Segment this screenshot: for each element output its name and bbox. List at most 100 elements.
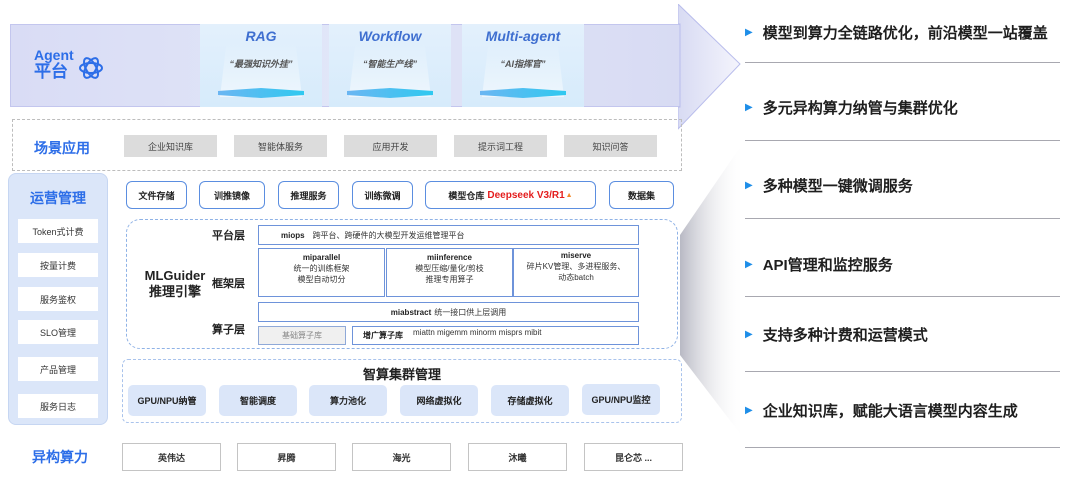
card-title: RAG bbox=[245, 28, 277, 44]
scenario-item[interactable]: 企业知识库 bbox=[124, 135, 217, 157]
cluster-management-title: 智算集群管理 bbox=[362, 367, 441, 382]
module-line: 动态batch bbox=[558, 272, 594, 282]
miinference-module[interactable]: miinference 模型压缩/量化/剪枝 推理专用算子 bbox=[386, 248, 513, 297]
ops-item-product[interactable]: 产品管理 bbox=[18, 357, 98, 381]
divider bbox=[745, 371, 1060, 372]
miparallel-module[interactable]: miparallel 统一的训练框架 模型自动切分 bbox=[258, 248, 385, 297]
divider bbox=[745, 218, 1060, 219]
card-title: Multi-agent bbox=[485, 28, 561, 44]
bullet-triangle-icon: ▶ bbox=[745, 102, 753, 113]
hardware-label: 异构算力 bbox=[32, 449, 88, 465]
bullet-triangle-icon: ▶ bbox=[745, 259, 753, 270]
module-line: 模型自动切分 bbox=[297, 274, 346, 284]
feature-text: 支持多种计费和运营模式 bbox=[762, 327, 928, 344]
ops-item-slo[interactable]: SLO管理 bbox=[18, 320, 98, 344]
platform-pad-icon bbox=[218, 88, 304, 98]
module-name: miops bbox=[281, 230, 305, 240]
funnel-connector bbox=[680, 140, 745, 440]
engine-name-zh: 推理引擎 bbox=[148, 284, 201, 300]
bullet-triangle-icon: ▶ bbox=[745, 180, 753, 191]
card-subtitle: “最强知识外挂” bbox=[229, 59, 293, 69]
feature-item: ▶ 模型到算力全链路优化，前沿模型一站覆盖 bbox=[745, 22, 1048, 43]
hardware-item[interactable]: 昆仑芯 ... bbox=[584, 443, 683, 471]
agent-banner-arrow-head bbox=[678, 4, 741, 130]
cluster-item[interactable]: 智能调度 bbox=[219, 385, 297, 416]
ops-item-service-auth[interactable]: 服务鉴权 bbox=[18, 287, 98, 311]
ops-item-token-billing[interactable]: Token式计费 bbox=[18, 219, 98, 243]
feature-text: 多元异构算力纳管与集群优化 bbox=[762, 100, 958, 117]
bullet-triangle-icon: ▶ bbox=[745, 27, 753, 38]
cluster-item[interactable]: 存储虚拟化 bbox=[491, 385, 569, 416]
agent-card-multi-agent[interactable]: Multi-agent “AI指挥官” bbox=[462, 24, 584, 107]
layer-label-platform: 平台层 bbox=[212, 230, 245, 242]
hardware-item[interactable]: 沐曦 bbox=[468, 443, 567, 471]
scenario-item[interactable]: 知识问答 bbox=[564, 135, 657, 157]
agent-platform-title: Agent 平台 bbox=[34, 48, 74, 81]
miabstract-module[interactable]: miabstract 统一接口供上层调用 bbox=[258, 302, 639, 322]
module-line: 统一的训练框架 bbox=[293, 263, 350, 273]
agent-title-en: Agent bbox=[34, 47, 74, 63]
feature-text: 企业知识库，赋能大语言模型内容生成 bbox=[762, 403, 1018, 420]
module-line: 推理专用算子 bbox=[425, 274, 474, 284]
engine-name: MLGuider 推理引擎 bbox=[140, 268, 210, 301]
scenario-item[interactable]: 应用开发 bbox=[344, 135, 437, 157]
scenario-item[interactable]: 智能体服务 bbox=[234, 135, 327, 157]
atom-icon bbox=[79, 57, 103, 79]
service-model-repo[interactable]: 模型仓库 Deepseek V3/R1 ▲ bbox=[425, 181, 596, 209]
ops-item-usage-billing[interactable]: 按量计费 bbox=[18, 253, 98, 277]
ops-item-service-log[interactable]: 服务日志 bbox=[18, 394, 98, 418]
agent-title-zh: 平台 bbox=[34, 61, 68, 81]
service-finetune[interactable]: 训练微调 bbox=[352, 181, 413, 209]
cluster-item[interactable]: 网络虚拟化 bbox=[400, 385, 478, 416]
bullet-triangle-icon: ▶ bbox=[745, 329, 753, 340]
cluster-item[interactable]: 算力池化 bbox=[309, 385, 387, 416]
miops-module[interactable]: miops 跨平台、跨硬件的大模型开发运维管理平台 bbox=[258, 225, 639, 245]
bullet-triangle-icon: ▶ bbox=[745, 405, 753, 416]
module-name: miserve bbox=[560, 251, 592, 260]
agent-card-rag[interactable]: RAG “最强知识外挂” bbox=[200, 24, 322, 107]
scenario-item[interactable]: 提示词工程 bbox=[454, 135, 547, 157]
card-subtitle: “智能生产线” bbox=[362, 59, 417, 69]
hardware-item[interactable]: 海光 bbox=[352, 443, 451, 471]
divider bbox=[745, 296, 1060, 297]
feature-text: API管理和监控服务 bbox=[762, 257, 893, 274]
divider bbox=[745, 62, 1060, 63]
hardware-item[interactable]: 英伟达 bbox=[122, 443, 221, 471]
flame-icon: ▲ bbox=[565, 191, 573, 199]
ext-lib-label: 增广算子库 bbox=[363, 331, 403, 340]
service-dataset[interactable]: 数据集 bbox=[609, 181, 674, 209]
feature-item: ▶ 支持多种计费和运营模式 bbox=[745, 324, 928, 345]
module-desc: 跨平台、跨硬件的大模型开发运维管理平台 bbox=[312, 230, 465, 240]
miserve-module[interactable]: miserve 碎片KV管理、多进程服务、 动态batch bbox=[513, 248, 639, 297]
module-name: miparallel bbox=[302, 253, 341, 262]
service-train-infer-image[interactable]: 训推镜像 bbox=[199, 181, 265, 209]
service-inference[interactable]: 推理服务 bbox=[278, 181, 339, 209]
service-file-storage[interactable]: 文件存储 bbox=[126, 181, 187, 209]
feature-item: ▶ 企业知识库，赋能大语言模型内容生成 bbox=[745, 400, 1018, 421]
light-beam-decoration bbox=[482, 42, 564, 97]
operations-label: 运营管理 bbox=[30, 190, 86, 206]
base-operator-lib[interactable]: 基础算子库 bbox=[258, 326, 346, 345]
hardware-item[interactable]: 昇腾 bbox=[237, 443, 336, 471]
inference-engine-box bbox=[126, 219, 678, 349]
module-line: 模型压缩/量化/剪枝 bbox=[415, 263, 484, 273]
scenario-label: 场景应用 bbox=[34, 140, 90, 156]
feature-item: ▶ API管理和监控服务 bbox=[745, 254, 893, 275]
feature-text: 模型到算力全链路优化，前沿模型一站覆盖 bbox=[762, 25, 1048, 42]
module-desc: 统一接口供上层调用 bbox=[434, 307, 507, 317]
cluster-item[interactable]: GPU/NPU纳管 bbox=[128, 385, 206, 416]
module-name: miabstract bbox=[390, 307, 432, 317]
layer-label-operator: 算子层 bbox=[212, 324, 245, 336]
model-repo-highlight: Deepseek V3/R1 bbox=[487, 189, 565, 201]
cluster-item[interactable]: GPU/NPU监控 bbox=[582, 384, 660, 415]
feature-item: ▶ 多种模型一键微调服务 bbox=[745, 175, 913, 196]
model-repo-label: 模型仓库 bbox=[448, 190, 485, 201]
module-line: 碎片KV管理、多进程服务、 bbox=[526, 261, 626, 271]
extended-operator-lib[interactable]: 增广算子库 miattn migemm minorm misprs mibit bbox=[352, 326, 639, 345]
feature-item: ▶ 多元异构算力纳管与集群优化 bbox=[745, 97, 958, 118]
layer-label-framework: 框架层 bbox=[212, 278, 245, 290]
cluster-management-box bbox=[122, 359, 682, 423]
agent-card-workflow[interactable]: Workflow “智能生产线” bbox=[329, 24, 451, 107]
engine-name-en: MLGuider bbox=[144, 268, 206, 283]
card-title: Workflow bbox=[358, 28, 422, 44]
